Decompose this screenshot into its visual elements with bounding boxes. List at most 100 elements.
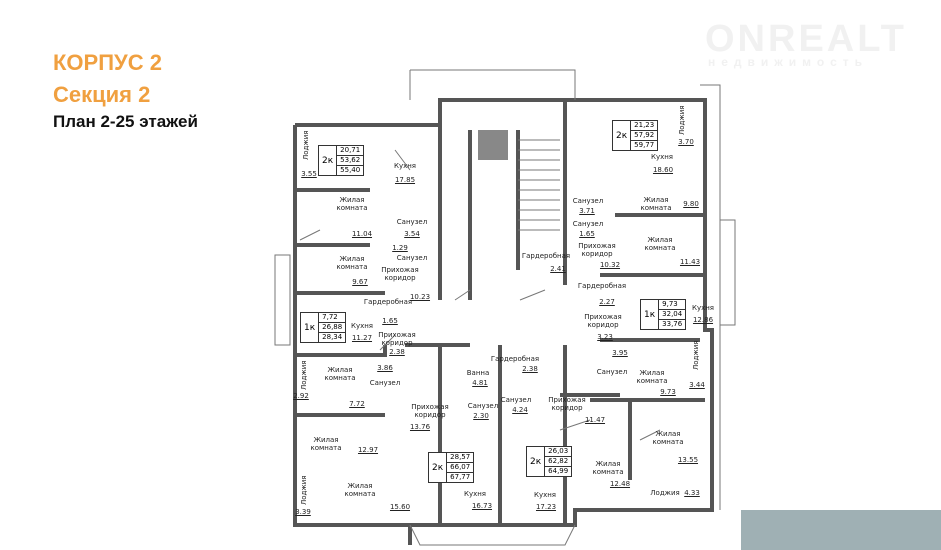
room-area: 9.67 (352, 278, 368, 286)
room-area: 2.30 (473, 412, 489, 420)
apartment-type: 2к (613, 121, 632, 150)
room-area: 9.80 (683, 200, 699, 208)
total-area-with-loggia: 64,99 (548, 467, 569, 475)
room-label: Кухня (393, 162, 417, 170)
room-area: 11.04 (351, 230, 373, 238)
room-label: Кухня (650, 153, 674, 161)
room-label: Лоджия (650, 489, 680, 497)
room-label: Санузел (369, 379, 401, 387)
room-area: 13.55 (677, 456, 699, 464)
room-label: Санузел (572, 197, 604, 205)
room-label: Прихожая коридор (548, 396, 586, 412)
room-label: Кухня (691, 304, 715, 312)
total-area: 66,07 (447, 463, 474, 473)
room-label: Жилая комната (652, 430, 684, 446)
living-area: 26,03 (545, 447, 572, 457)
room-area: 1.29 (392, 244, 408, 252)
section-title: Секция 2 (53, 82, 151, 107)
room-label: Жилая комната (344, 482, 376, 498)
apartment-type: 1к (301, 313, 320, 342)
room-label: Кухня (350, 322, 374, 330)
room-label: Прихожая коридор (411, 403, 449, 419)
plan-title: План 2-25 этажей (53, 112, 198, 131)
room-label: Жилая комната (336, 196, 368, 212)
room-area: 10.23 (409, 293, 431, 301)
room-area: 3.55 (301, 170, 317, 178)
living-area: 28,57 (447, 453, 474, 463)
room-label: Гардеробная (490, 355, 540, 363)
room-label: Лоджия (302, 130, 310, 160)
room-area: 13.76 (409, 423, 431, 431)
room-label: Ванна (466, 369, 490, 377)
room-area: 9.73 (660, 388, 676, 396)
room-label: Жилая комната (324, 366, 356, 382)
room-label: Гардеробная (577, 282, 627, 290)
room-area: 12.48 (609, 480, 631, 488)
room-label: Лоджия (678, 105, 686, 135)
total-area: 62,82 (545, 457, 572, 467)
room-label: Кухня (533, 491, 557, 499)
room-label: Санузел (396, 254, 428, 262)
room-area: 10.32 (599, 261, 621, 269)
total-area-with-loggia: 55,40 (340, 166, 361, 174)
watermark-logo: ONREALT недвижимость (650, 18, 907, 69)
room-area: 3.86 (377, 364, 393, 372)
room-area: 3.39 (295, 508, 311, 516)
room-label: Санузел (396, 218, 428, 226)
room-area: 4.81 (472, 379, 488, 387)
room-label: Прихожая коридор (381, 266, 419, 282)
room-label: Лоджия (692, 340, 700, 370)
room-label: Лоджия (300, 360, 308, 390)
partner-badge (741, 510, 941, 550)
room-label: Гардеробная (521, 252, 571, 260)
living-area: 7,72 (319, 313, 346, 323)
room-area: 17.85 (394, 176, 416, 184)
total-area-with-loggia: 59,77 (634, 141, 655, 149)
room-label: Прихожая коридор (584, 313, 622, 329)
room-area: 4.24 (512, 406, 528, 414)
room-area: 18.60 (652, 166, 674, 174)
room-area: 17.23 (535, 503, 557, 511)
room-area: 3.70 (678, 138, 694, 146)
room-label: Жилая комната (592, 460, 624, 476)
room-area: 12.97 (357, 446, 379, 454)
room-area: 16.73 (471, 502, 493, 510)
total-area: 26,88 (319, 323, 346, 333)
building-title: КОРПУС 2 (53, 50, 162, 75)
room-label: Жилая комната (640, 196, 672, 212)
room-label: Жилая комната (336, 255, 368, 271)
room-area: 15.60 (389, 503, 411, 511)
room-label: Санузел (500, 396, 532, 404)
room-label: Жилая комната (644, 236, 676, 252)
living-area: 21,23 (631, 121, 658, 131)
room-area: 2.27 (599, 298, 615, 306)
room-area: 3.95 (612, 349, 628, 357)
watermark-subtitle: недвижимость (708, 55, 868, 69)
room-area: 2.92 (293, 392, 309, 400)
watermark-name: ONREALT (705, 18, 907, 60)
total-area-with-loggia: 33,76 (662, 320, 683, 328)
apartment-type: 2к (527, 447, 546, 476)
room-area: 11.27 (351, 334, 373, 342)
room-label: Прихожая коридор (378, 331, 416, 347)
partition-walls (295, 188, 705, 525)
total-area: 53,62 (337, 156, 364, 166)
living-area: 20,71 (337, 146, 364, 156)
room-area: 1.65 (579, 230, 595, 238)
room-area: 3.54 (404, 230, 420, 238)
central-core-wall (438, 100, 567, 300)
elevator-shaft (478, 130, 508, 160)
room-area: 3.44 (689, 381, 705, 389)
room-area: 2.41 (550, 265, 566, 273)
total-area: 57,92 (631, 131, 658, 141)
room-label: Прихожая коридор (578, 242, 616, 258)
room-label: Кухня (463, 490, 487, 498)
room-label: Лоджия (300, 475, 308, 505)
